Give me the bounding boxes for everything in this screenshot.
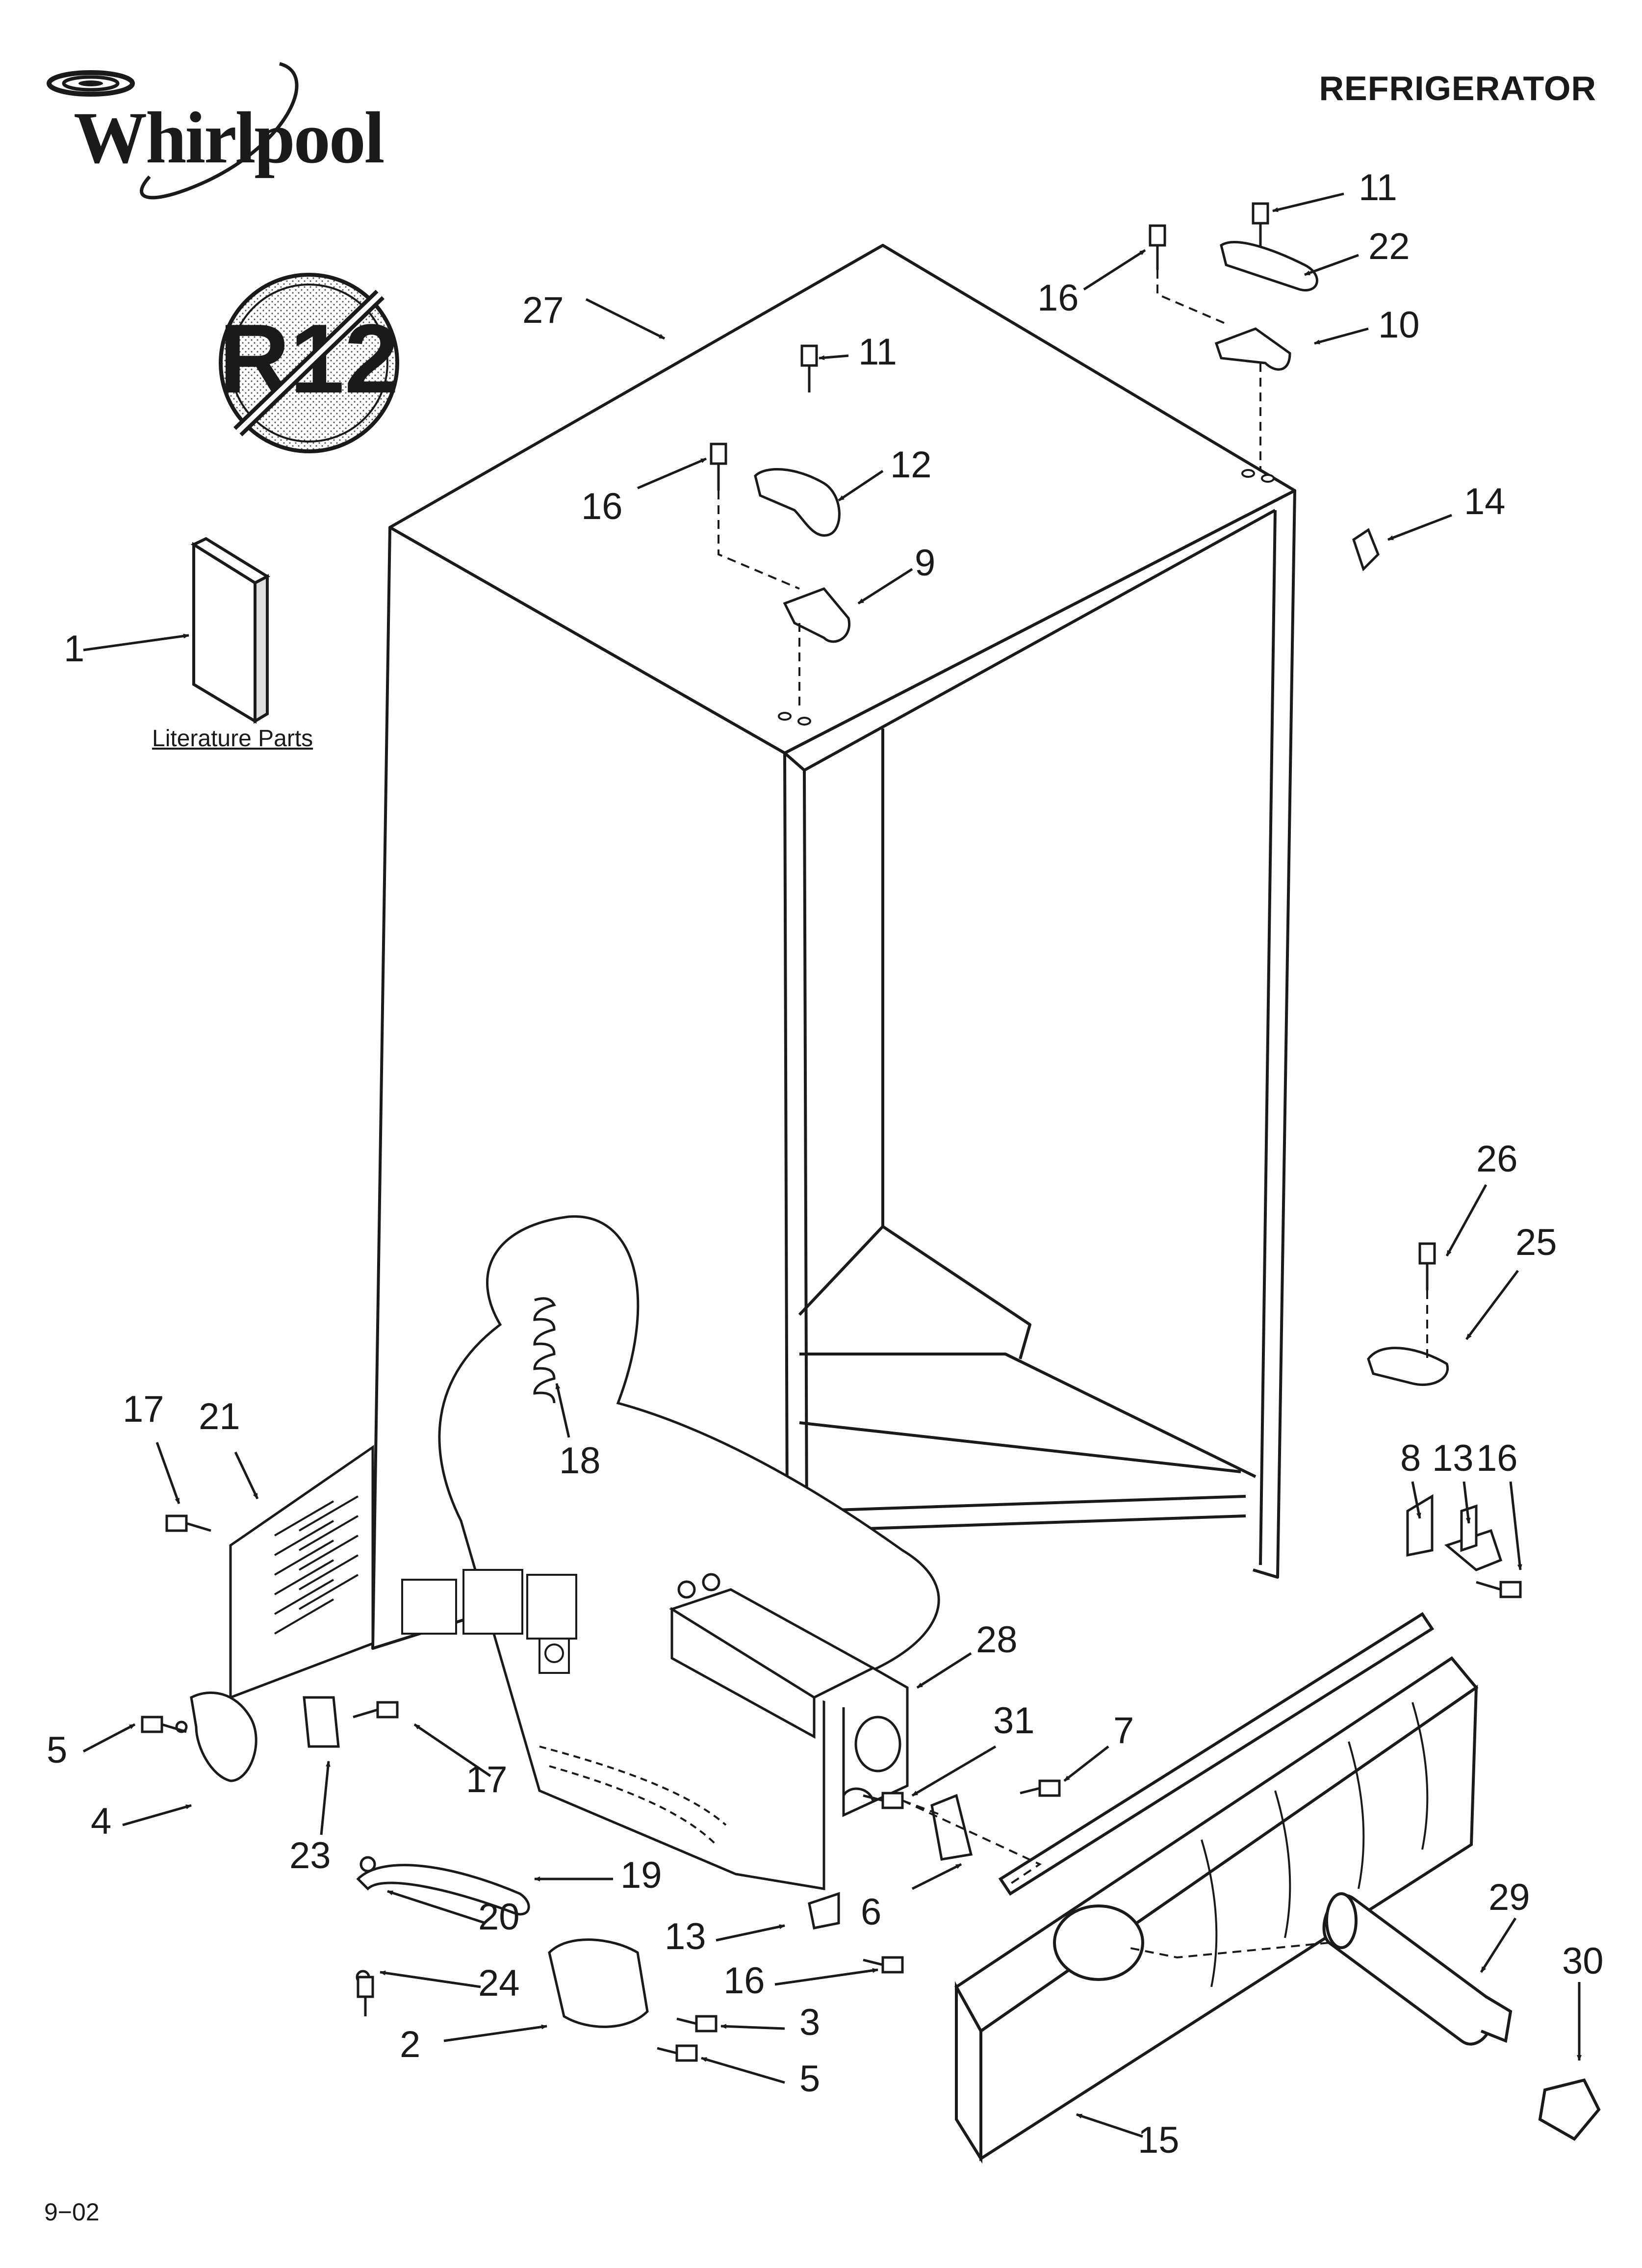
callout-24: 24 (478, 1962, 520, 2004)
callout-20: 20 (478, 1896, 520, 1938)
filter-cap-30 (1538, 2078, 1601, 2141)
callout-5: 5 (47, 1729, 68, 1771)
condenser-duct (669, 1573, 909, 1817)
callout-2: 2 (400, 2024, 421, 2065)
callout-6: 6 (861, 1891, 882, 1933)
toe-grille-15 (954, 1612, 1479, 2164)
callout-8: 8 (1400, 1437, 1421, 1479)
screw-set (141, 202, 1522, 2062)
cabinet-top-hinge-holes (778, 469, 1275, 726)
wire-coil-18 (533, 1297, 556, 1404)
callout-26: 26 (1476, 1138, 1518, 1180)
callout-9: 9 (915, 542, 936, 584)
date-code: 9−02 (44, 2198, 100, 2226)
no-r12-badge: R12 (219, 273, 399, 453)
callout-31: 31 (993, 1700, 1035, 1742)
callout-1: 1 (64, 628, 85, 670)
callout-13: 13 (665, 1916, 706, 1957)
callout-11: 11 (858, 331, 897, 373)
callout-3: 3 (799, 2002, 821, 2043)
callout-5: 5 (799, 2058, 821, 2100)
callout-30: 30 (1562, 1940, 1604, 1982)
callout-12: 12 (890, 444, 932, 486)
water-filter-29 (1322, 1892, 1513, 2046)
literature-parts-caption: Literature Parts (152, 726, 313, 752)
callout-19: 19 (620, 1854, 662, 1896)
callout-17: 17 (466, 1759, 508, 1800)
rear-access-panel-21 (229, 1445, 374, 1699)
callout-28: 28 (976, 1619, 1018, 1661)
callout-29: 29 (1488, 1877, 1530, 1918)
callout-17: 17 (123, 1388, 164, 1430)
callout-23: 23 (289, 1835, 331, 1877)
callout-13: 13 (1432, 1437, 1474, 1479)
brand-logo-text: Whirlpool (74, 97, 385, 179)
callout-25: 25 (1515, 1222, 1557, 1263)
callout-16: 16 (581, 486, 623, 527)
hinges-and-screws (175, 241, 1503, 2028)
callout-18: 18 (559, 1440, 601, 1482)
callout-14: 14 (1464, 481, 1506, 522)
callout-10: 10 (1378, 304, 1420, 346)
callout-16: 16 (1476, 1437, 1518, 1479)
callout-15: 15 (1138, 2119, 1180, 2161)
callout-11: 11 (1359, 167, 1397, 209)
callout-4: 4 (91, 1800, 112, 1842)
callout-7: 7 (1113, 1710, 1134, 1751)
leader-dashes (718, 270, 1428, 1959)
callout-22: 22 (1368, 226, 1410, 267)
control-components (401, 1569, 727, 1846)
callout-arrows (82, 192, 1582, 2138)
literature-parts-book (190, 537, 271, 724)
callout-27: 27 (522, 289, 564, 331)
callout-16: 16 (723, 1960, 765, 2002)
callout-21: 21 (199, 1396, 240, 1437)
whirlpool-swirl-logo (47, 62, 299, 200)
callout-16: 16 (1037, 277, 1079, 319)
page-title: REFRIGERATOR (1319, 69, 1596, 107)
